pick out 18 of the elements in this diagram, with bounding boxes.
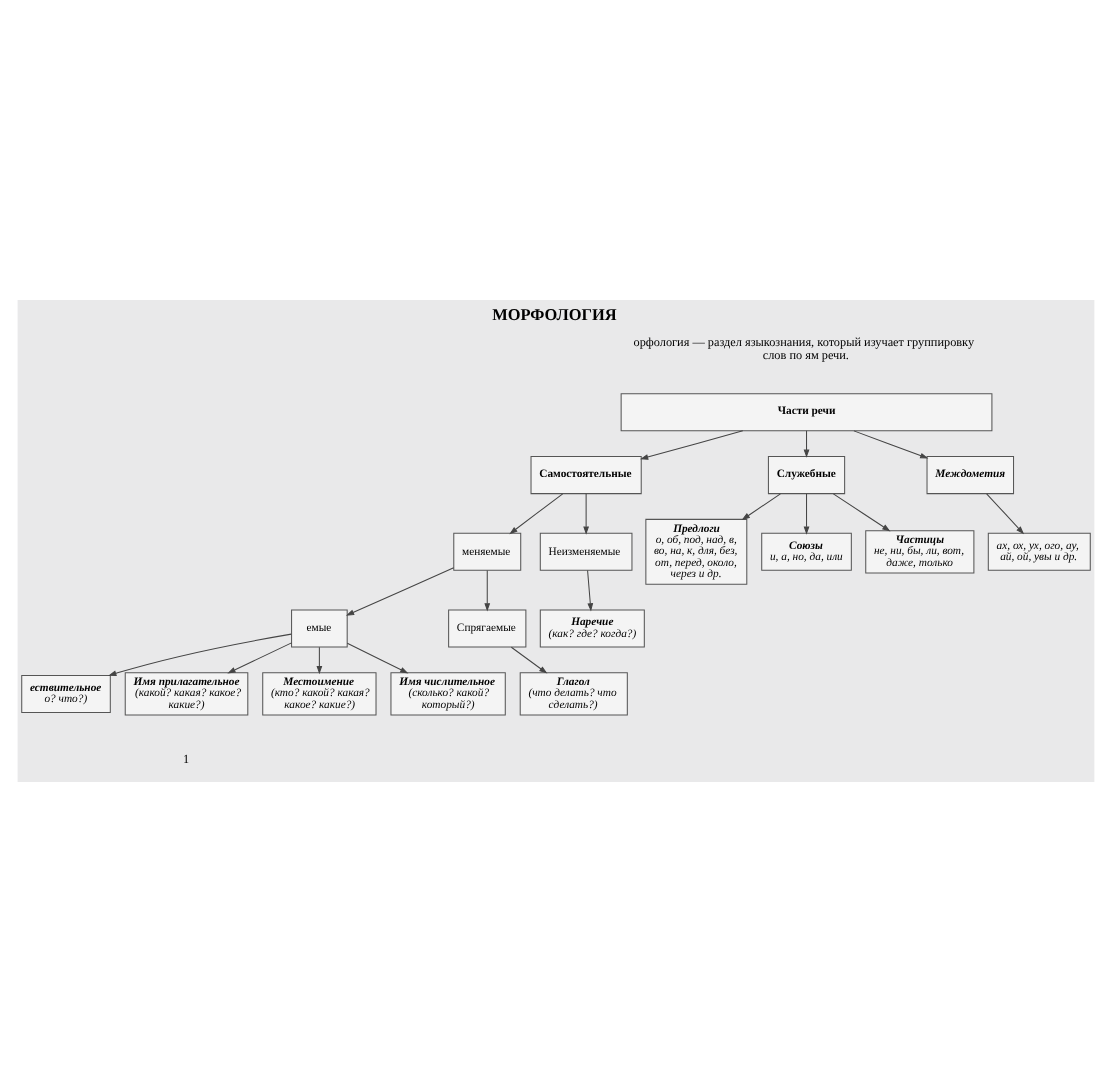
arrow [640,429,744,459]
arrow [484,569,491,611]
arrow [510,645,548,673]
arrow [227,641,293,673]
diagram-title: МОРФОЛОГИЯ [492,305,617,324]
arrow [832,492,891,531]
arrow [346,641,409,673]
arrow [345,566,455,615]
arrow [583,492,589,534]
arrow [986,492,1025,534]
arrow [853,429,929,458]
arrow [587,569,594,611]
arrow [509,492,564,534]
arrow [108,632,292,676]
arrow [316,645,323,674]
arrow [803,492,810,534]
arrow [741,492,781,520]
arrow [803,429,810,457]
